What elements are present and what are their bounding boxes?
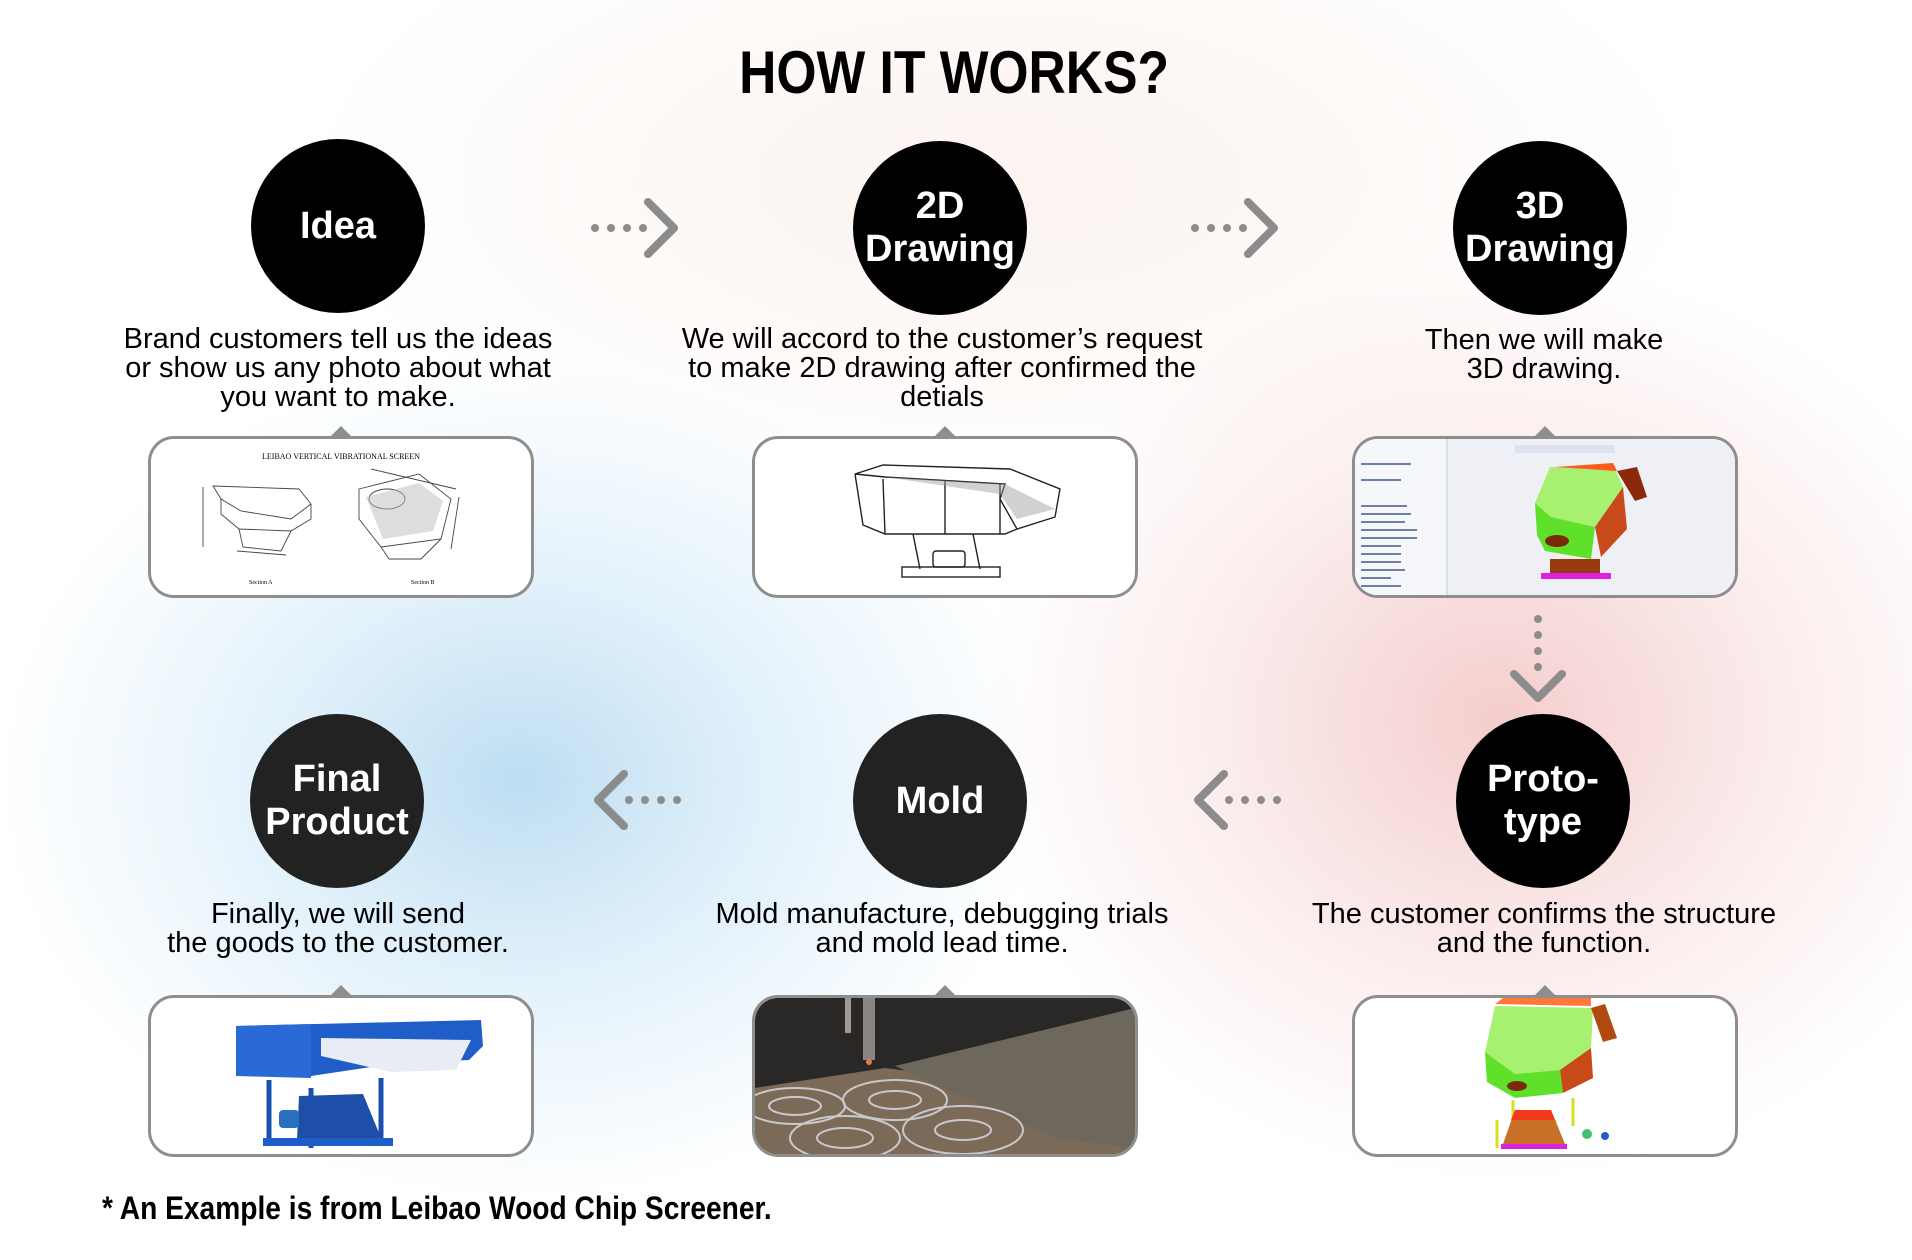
step-label-2d-drawing: 2D Drawing [865, 185, 1015, 270]
step-circle-idea: Idea [251, 139, 425, 313]
section-a-label: Section A [249, 580, 273, 586]
blue-screener-photo [236, 1020, 483, 1148]
step-description-2d-drawing: We will accord to the customer’s request… [681, 323, 1203, 413]
step-description-prototype: The customer confirms the structure and … [1311, 898, 1777, 959]
section-b-label: Section B [411, 580, 435, 586]
step-label-3d-drawing: 3D Drawing [1465, 185, 1615, 270]
dotted-chevron-down-icon [1510, 615, 1566, 702]
step-circle-mold: Mold [853, 714, 1027, 888]
footnote: * An Example is from Leibao Wood Chip Sc… [102, 1190, 772, 1226]
dotted-chevron-left-icon [594, 770, 681, 830]
step-circle-2d-drawing: 2D Drawing [853, 141, 1027, 315]
step-circle-final-product: Final Product [250, 714, 424, 888]
step-image-idea: LEIBAO VERTICAL VIBRATIONAL SCREEN Secti… [148, 426, 534, 598]
box-notch [329, 426, 353, 438]
exploded-model-image [1485, 998, 1617, 1149]
step-image-prototype [1352, 985, 1738, 1157]
dotted-chevron-left-icon [1194, 770, 1281, 830]
page-title: HOW IT WORKS? [739, 39, 1169, 106]
step-description-mold: Mold manufacture, debugging trials and m… [715, 898, 1169, 959]
step-circle-prototype: Proto- type [1456, 714, 1630, 888]
step-image-3d-drawing [1352, 426, 1738, 598]
box-notch [329, 985, 353, 997]
step-description-idea: Brand customers tell us the ideas or sho… [123, 323, 553, 413]
sketch-title: LEIBAO VERTICAL VIBRATIONAL SCREEN [262, 452, 420, 461]
line-drawing-image [854, 464, 1061, 578]
dotted-chevron-right-icon [591, 198, 678, 258]
step-circle-3d-drawing: 3D Drawing [1453, 141, 1627, 315]
dotted-chevron-right-icon [1191, 198, 1278, 258]
technical-sketch-image: LEIBAO VERTICAL VIBRATIONAL SCREEN Secti… [202, 452, 460, 586]
box-notch [933, 985, 957, 997]
box-notch [1533, 985, 1557, 997]
step-image-mold [752, 985, 1138, 1157]
step-label-mold: Mold [895, 779, 985, 822]
cad-screenshot-image [1355, 439, 1735, 595]
cutting-machine-photo [755, 998, 1135, 1154]
step-label-final-product: Final Product [265, 758, 409, 843]
step-image-2d-drawing [752, 426, 1138, 598]
step-image-final-product [148, 985, 534, 1157]
step-description-3d-drawing: Then we will make 3D drawing. [1424, 324, 1664, 385]
box-notch [1533, 426, 1557, 438]
box-notch [933, 426, 957, 438]
step-label-prototype: Proto- type [1487, 758, 1599, 843]
step-label-idea: Idea [299, 204, 377, 247]
step-description-final-product: Finally, we will send the goods to the c… [167, 898, 509, 959]
